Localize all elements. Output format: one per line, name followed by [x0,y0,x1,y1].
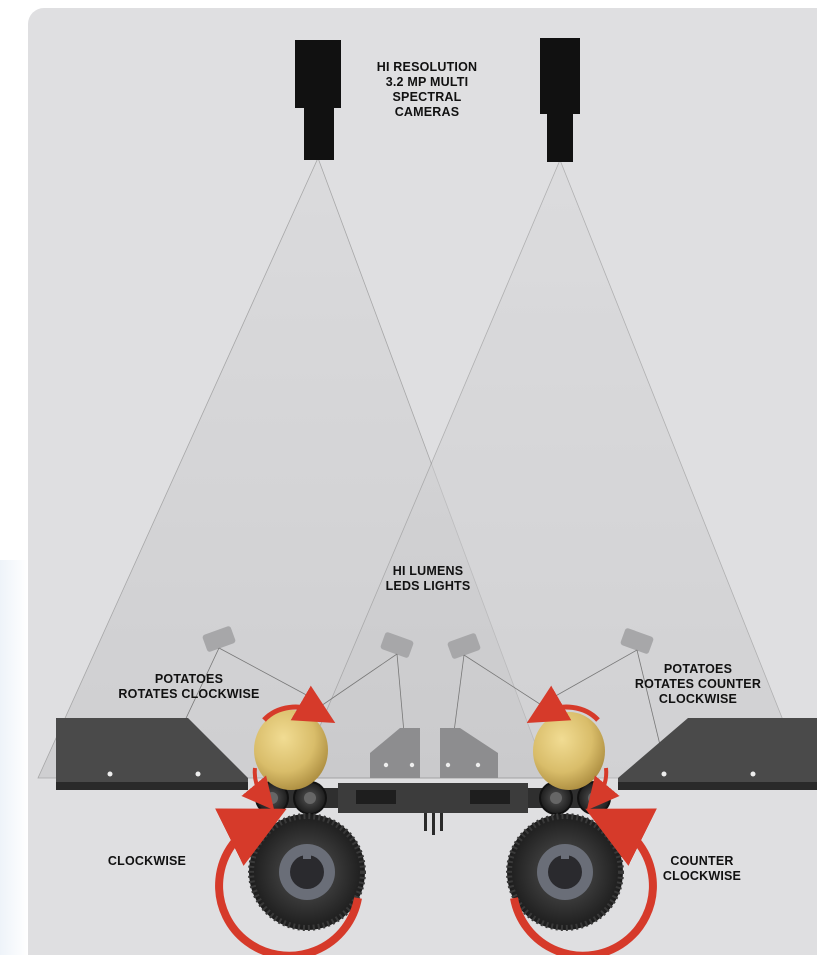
leds-label: HI LUMENS LEDS LIGHTS [368,564,488,594]
potatoes-right-label: POTATOES ROTATES COUNTER CLOCKWISE [614,662,782,707]
potato-icon [254,710,328,790]
roller-right-label: COUNTER CLOCKWISE [652,854,752,884]
cameras-label: HI RESOLUTION 3.2 MP MULTI SPECTRAL CAME… [352,60,502,120]
roller-icon [249,814,365,930]
potatoes-left-label: POTATOES ROTATES CLOCKWISE [114,672,264,702]
roller-left-label: CLOCKWISE [92,854,202,869]
camera-icon [295,40,341,160]
diagram-frame: HI RESOLUTION 3.2 MP MULTI SPECTRAL CAME… [28,8,817,955]
roller-icon [507,814,623,930]
side-glow [0,560,28,955]
camera-icon [540,38,580,162]
potato-icon [533,712,605,790]
diagram-scene [28,8,817,955]
